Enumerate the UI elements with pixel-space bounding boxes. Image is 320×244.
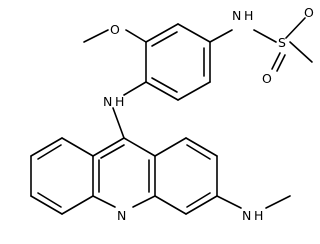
bond [30,195,63,215]
atom-label-s: S [278,35,286,50]
bond [151,77,178,93]
bond [154,195,187,215]
bond [216,195,242,209]
bond [30,137,63,157]
bond [100,144,125,159]
atom-label-o: O [262,71,272,86]
bonds [30,17,313,215]
bond [154,137,187,157]
bond [186,192,211,208]
bond [123,137,156,157]
bond [132,195,156,208]
atom-label-h: H [254,208,263,223]
bond [37,144,62,160]
atom-labels: S O O N H O N H N N H [103,5,314,223]
bond [185,195,218,215]
atom-label-o: O [304,5,314,20]
atom-label-h: H [115,94,124,109]
bond [186,144,211,160]
bond [151,31,178,47]
bond [92,195,116,208]
bond [265,195,291,209]
atom-label-h: H [244,8,253,23]
bond [271,52,281,70]
bond [145,23,179,43]
bond [37,192,62,208]
bond [276,54,286,72]
bond [112,107,125,139]
bond [61,137,94,157]
bond [289,41,313,63]
bond [253,29,277,43]
bond [145,81,179,101]
bond [83,29,109,43]
bond [125,29,147,43]
bond [177,81,211,101]
bond [92,137,125,157]
bond [285,17,306,39]
bond [177,23,211,43]
atom-label-o: O [110,22,120,37]
atom-label-n: N [103,94,112,109]
bond [61,195,94,215]
atom-label-n: N [117,208,126,223]
bond [123,81,147,96]
bond [185,137,218,157]
atom-label-n: N [242,208,251,223]
atom-label-n: N [232,8,241,23]
bond [209,29,233,43]
